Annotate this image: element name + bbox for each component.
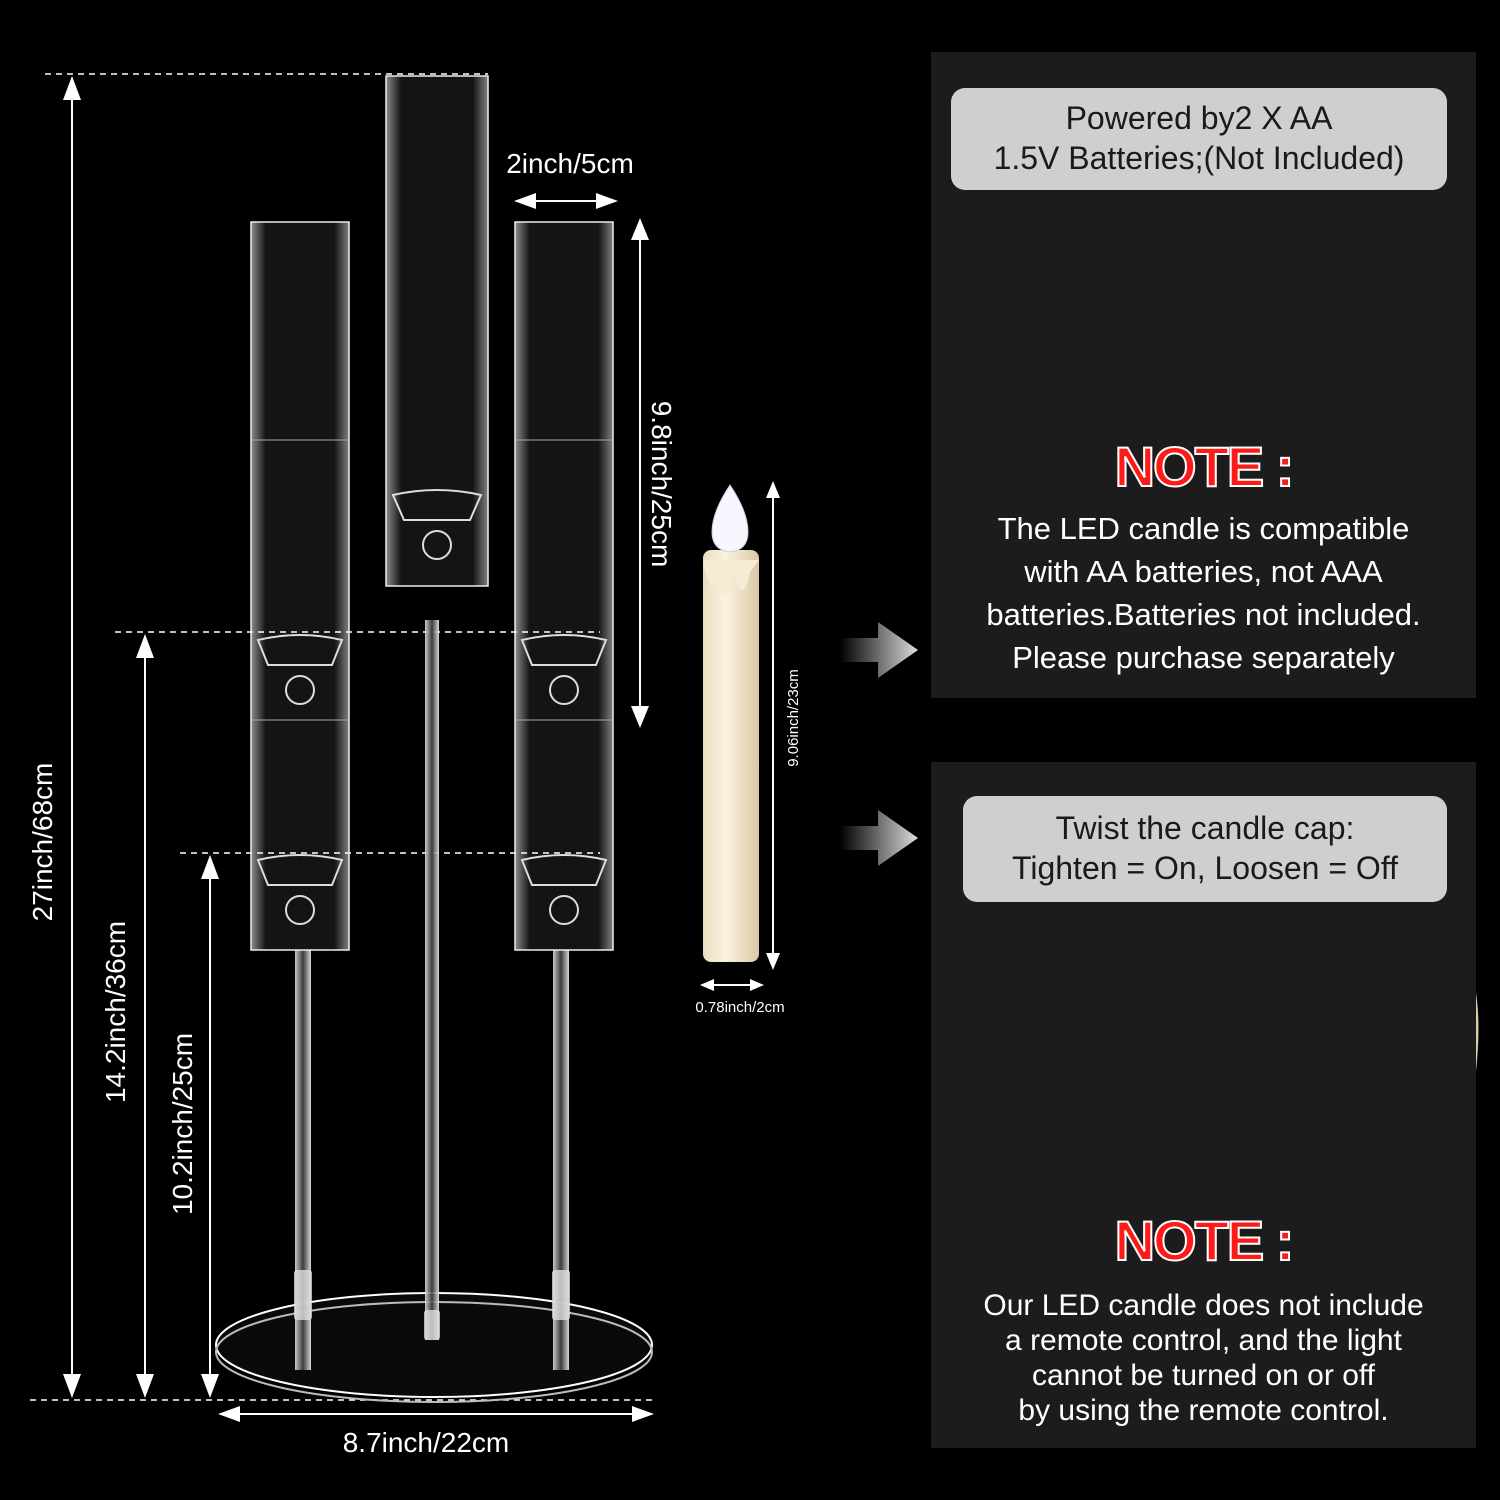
dimension-arrowheads [63,76,780,1422]
cap-instruction-panel: Twist the candle cap: Tighten = On, Loos… [931,762,1476,1448]
note-bottom-line-1: Our LED candle does not include [983,1289,1424,1322]
led-candle [703,484,759,962]
tube-width-label: 2inch/5cm [506,148,634,179]
note-bottom-line-3: cannot be turned on or off [1031,1359,1376,1392]
pointer-arrow-bottom [840,810,918,866]
instruction-line-1: Twist the candle cap: [1055,810,1355,846]
lower-height-label: 10.2inch/25cm [167,1033,198,1215]
middle-height-label: 14.2inch/36cm [100,921,131,1103]
note-top-line-3: batteries.Batteries not included. [986,597,1421,632]
note-bottom-line-4: by using the remote control. [1018,1394,1389,1427]
note-top-line-4: Please purchase separately [1012,640,1395,675]
tube-height-label: 9.8inch/25cm [646,401,677,568]
candelabra [215,75,653,1403]
base-width-label: 8.7inch/22cm [343,1427,510,1458]
candle-width-label: 0.78inch/2cm [695,999,784,1016]
glass-tube-center [385,75,489,587]
note-title-top: NOTE : [1114,434,1296,499]
note-top-line-2: with AA batteries, not AAA [1024,554,1383,589]
instruction-pill: Twist the candle cap: Tighten = On, Loos… [963,796,1447,902]
note-title-bottom: NOTE : [1114,1208,1296,1273]
pointer-arrow-top [840,622,918,678]
glass-tube-right [514,221,614,951]
note-body-top: The LED candle is compatible with AA bat… [931,507,1476,679]
total-height-label: 27inch/68cm [27,763,58,922]
battery-info-line-2: 1.5V Batteries;(Not Included) [993,140,1405,176]
dimension-lines [30,73,774,1415]
note-bottom-line-2: a remote control, and the light [1005,1324,1402,1357]
battery-info-panel: Powered by2 X AA 1.5V Batteries;(Not Inc… [931,52,1476,698]
battery-info-pill: Powered by2 X AA 1.5V Batteries;(Not Inc… [951,88,1447,190]
note-top-line-1: The LED candle is compatible [997,511,1410,546]
note-body-bottom: Our LED candle does not include a remote… [931,1288,1476,1428]
instruction-line-2: Tighten = On, Loosen = Off [1011,850,1399,886]
glass-tube-left [250,221,350,951]
candle-height-label: 9.06inch/23cm [785,669,802,767]
battery-info-line-1: Powered by2 X AA [1065,100,1333,136]
